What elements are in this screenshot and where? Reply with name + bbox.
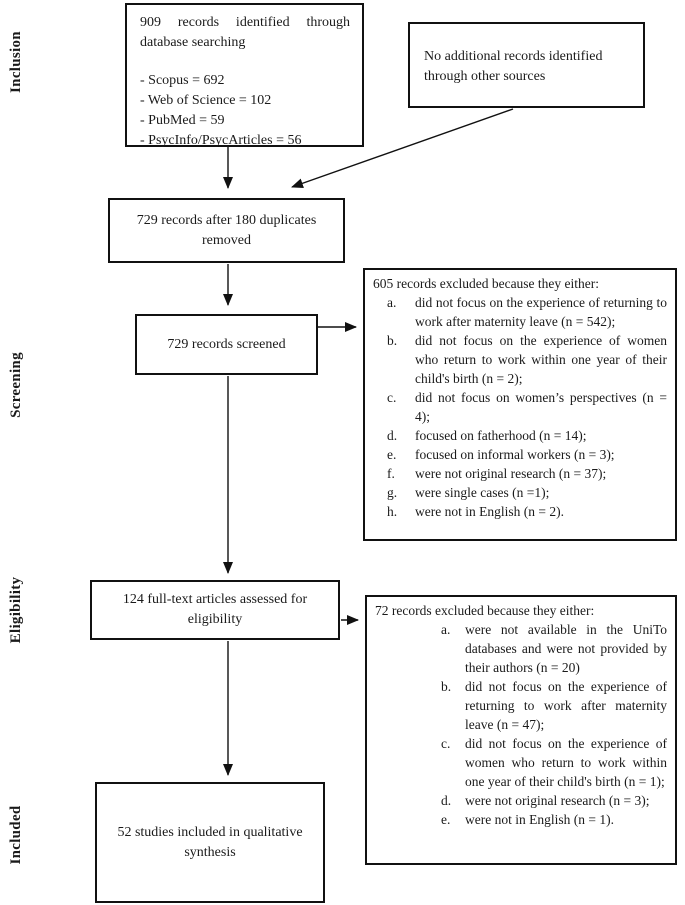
excluded-item: d.were not original research (n = 3); — [441, 793, 650, 808]
excluded-eligibility-list: a.were not available in the UniTo databa… — [375, 620, 667, 829]
stage-label-included: Included — [8, 805, 24, 865]
box-duplicates-removed: 729 records after 180 duplicates removed — [108, 198, 345, 263]
excluded-item: a.did not focus on the experience of ret… — [387, 295, 667, 329]
excluded-item: e.were not in English (n = 1). — [441, 812, 614, 827]
duplicates-removed-text: 729 records after 180 duplicates removed — [136, 212, 317, 248]
no-additional-records-text: No additional records identified through… — [424, 49, 603, 84]
excluded-item: g.were single cases (n =1); — [387, 485, 550, 500]
excluded-item: f.were not original research (n = 37); — [387, 466, 607, 481]
excluded-item: a.were not available in the UniTo databa… — [441, 622, 667, 675]
excluded-item: c.did not focus on the experience of wom… — [441, 736, 667, 789]
excluded-item: h.were not in English (n = 2). — [387, 504, 564, 519]
box-fulltext-assessed: 124 full-text articles assessed for elig… — [90, 580, 340, 640]
excluded-screening-list: a.did not focus on the experience of ret… — [373, 293, 667, 521]
excluded-item: b.did not focus on the experience of ret… — [441, 679, 667, 732]
stage-label-inclusion: Inclusion — [8, 31, 24, 93]
box-excluded-eligibility: 72 records excluded because they either:… — [365, 595, 677, 865]
excluded-item: d.focused on fatherhood (n = 14); — [387, 428, 587, 443]
source-psycinfo: - PsycInfo/PsycArticles = 56 — [140, 133, 302, 148]
excluded-eligibility-header: 72 records excluded because they either: — [375, 603, 595, 618]
source-pubmed: - PubMed = 59 — [140, 113, 225, 128]
box-studies-included: 52 studies included in qualitative synth… — [95, 782, 325, 903]
source-scopus: - Scopus = 692 — [140, 73, 225, 88]
stage-label-screening: Screening — [8, 352, 24, 418]
excluded-screening-header: 605 records excluded because they either… — [373, 276, 600, 291]
records-screened-text: 729 records screened — [167, 336, 286, 352]
records-identified-text: 909 records identified through database … — [140, 15, 350, 50]
box-records-identified: 909 records identified through database … — [125, 3, 364, 148]
fulltext-assessed-text: 124 full-text articles assessed for elig… — [122, 592, 308, 627]
stage-label-eligibility: Eligibility — [8, 576, 24, 644]
box-no-additional-records: No additional records identified through… — [408, 22, 645, 108]
box-records-screened: 729 records screened — [135, 314, 318, 375]
source-webofscience: - Web of Science = 102 — [140, 93, 272, 108]
excluded-item: e.focused on informal workers (n = 3); — [387, 447, 615, 462]
excluded-item: b.did not focus on the experience of wom… — [387, 333, 667, 386]
excluded-item: c.did not focus on women’s perspectives … — [387, 390, 667, 424]
studies-included-text: 52 studies included in qualitative synth… — [117, 824, 303, 860]
box-excluded-screening: 605 records excluded because they either… — [363, 268, 677, 541]
